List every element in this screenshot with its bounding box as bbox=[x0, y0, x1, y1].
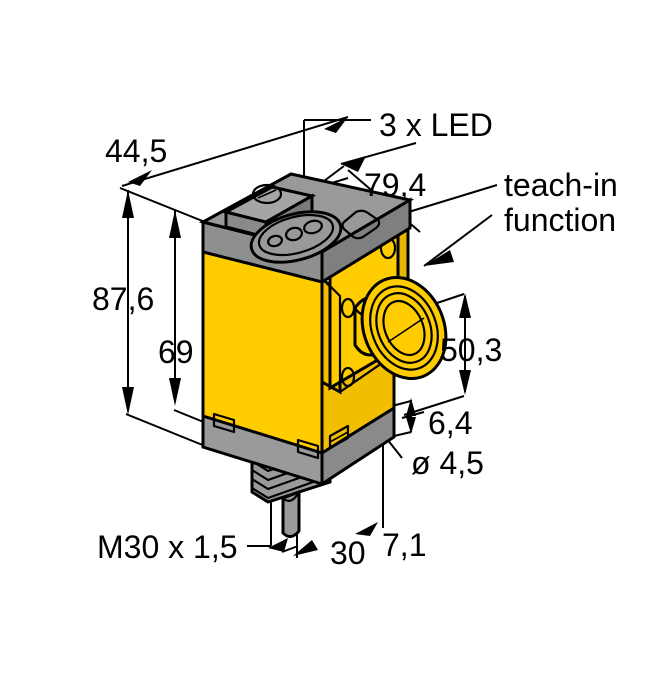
callout-label-led: 3 x LED bbox=[379, 107, 493, 143]
led-window-inner bbox=[257, 213, 335, 257]
arrowhead-30-left bbox=[293, 540, 318, 556]
arrowhead-50-3-bottom bbox=[459, 370, 471, 395]
led-indicator-2-icon bbox=[285, 226, 303, 242]
dimension-label-hole-diameter: ø 4,5 bbox=[411, 445, 484, 481]
teach-in-button-window[interactable] bbox=[341, 209, 381, 240]
dimension-label-6-4: 6,4 bbox=[428, 405, 472, 441]
arrowhead-69-bottom bbox=[169, 378, 181, 406]
ext-line-44-5-upper bbox=[121, 116, 349, 187]
arrowhead-87-6-bottom bbox=[122, 387, 134, 415]
arrowhead-79-4-left bbox=[341, 156, 366, 172]
arrowhead-6-4-top bbox=[406, 398, 416, 416]
led-indicator-1-icon bbox=[267, 234, 283, 248]
mounting-feet-group bbox=[212, 412, 350, 460]
led-indicator-3-icon bbox=[303, 219, 323, 235]
screw-slot-icon bbox=[257, 189, 277, 199]
cable-stub bbox=[281, 489, 301, 538]
dimension-label-79-4: 79,4 bbox=[364, 167, 426, 203]
arrowhead-7-1 bbox=[355, 522, 378, 536]
lens-highlight bbox=[387, 317, 425, 343]
dimension-label-44-5: 44,5 bbox=[105, 133, 167, 169]
mounting-slot-side-line bbox=[329, 431, 349, 443]
dimension-label-30: 30 bbox=[330, 535, 366, 571]
leader-line-teach-in-top bbox=[401, 184, 498, 215]
dimension-label-69: 69 bbox=[158, 334, 194, 370]
mounting-slot-left bbox=[212, 412, 236, 434]
lens-inner-ring bbox=[375, 292, 433, 364]
cap-right-face bbox=[320, 197, 412, 285]
dimension-label-7-1: 7,1 bbox=[382, 527, 426, 563]
lens-glass bbox=[382, 299, 426, 357]
callout-label-teach-in-line2: function bbox=[504, 202, 616, 238]
cable-stub-top bbox=[282, 491, 300, 502]
arrowhead-69-top bbox=[169, 210, 181, 238]
labels-group: 44,5 87,6 69 79,4 50,3 6,4 ø 4,5 30 7,1 … bbox=[92, 107, 618, 571]
thread-ridge-4 bbox=[251, 474, 331, 500]
ref-line-69-bottom bbox=[173, 409, 207, 424]
mounting-slot-left-line bbox=[213, 419, 235, 427]
dimension-label-87-6: 87,6 bbox=[92, 281, 154, 317]
arrowhead-6-4-bottom bbox=[406, 417, 416, 434]
lens-assembly bbox=[360, 276, 448, 380]
mounting-slot-right bbox=[296, 438, 320, 460]
dim-line-44-5 bbox=[119, 187, 206, 223]
arrowhead-30-right bbox=[268, 538, 288, 552]
screw-head-icon bbox=[251, 183, 283, 205]
dim-line-30 bbox=[281, 545, 299, 553]
lens-middle-ring bbox=[369, 285, 439, 371]
dimension-label-m30-thread: M30 x 1,5 bbox=[97, 529, 238, 565]
arrowhead-44-5-left bbox=[128, 170, 152, 186]
leader-line-teach-in-lower bbox=[423, 214, 493, 267]
mounting-slot-side bbox=[328, 424, 350, 450]
sensor-body-group bbox=[198, 172, 448, 538]
led-window-group bbox=[249, 210, 343, 264]
dimension-label-50-3: 50,3 bbox=[440, 332, 502, 368]
ref-line-87-6-bottom bbox=[125, 413, 206, 447]
screw-hole-bottom-left-icon bbox=[340, 366, 356, 388]
arrowhead-50-3-top bbox=[459, 293, 471, 318]
callout-label-teach-in-line1: teach-in bbox=[504, 167, 618, 203]
tick-6-4 bbox=[401, 411, 425, 419]
arrowhead-teach-in bbox=[424, 250, 454, 266]
arrowhead-87-6-top bbox=[122, 190, 134, 218]
mounting-slot-right-line bbox=[297, 445, 319, 453]
